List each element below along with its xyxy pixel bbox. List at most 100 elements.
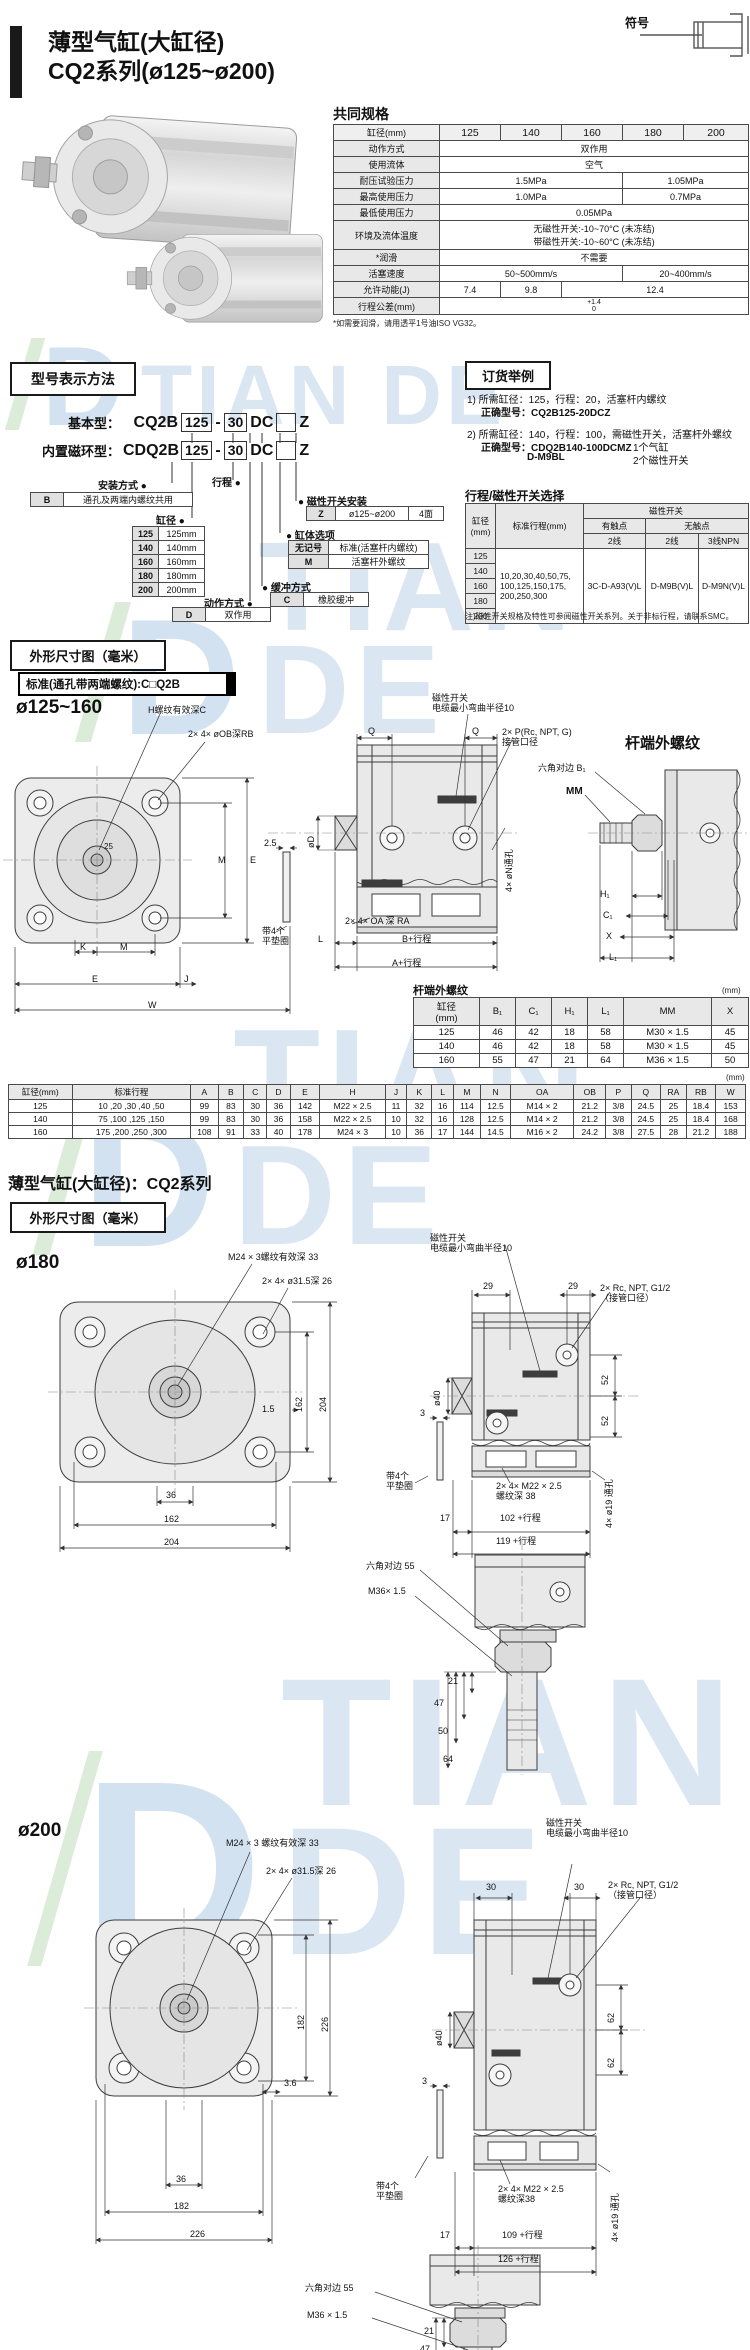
table-cell: 144 — [452, 1125, 482, 1139]
table-cell: M36 × 1.5 — [623, 1053, 712, 1068]
switch-note-label: 磁性开关 电缆最小弯曲半径10 — [432, 693, 515, 714]
table-row: 有触点 无触点 — [466, 518, 750, 534]
table-header-cell: 2线 — [583, 533, 646, 549]
table-cell: 21.2 — [685, 1125, 717, 1139]
dim-62-lower: 62 — [606, 2057, 616, 2068]
table-cell: 27.5 — [630, 1125, 662, 1139]
table-cell: 125 — [465, 548, 496, 564]
order-example-1-line1: 1) 所需缸径：125，行程：20，活塞杆内螺纹 — [467, 395, 667, 406]
dim-E-vertical: E — [250, 855, 257, 865]
section2-title: 薄型气缸(大缸径)：CQ2系列 — [8, 1176, 212, 1193]
table-cell: 140mm — [158, 540, 205, 555]
dim-182-vertical: 182 — [296, 2014, 306, 2030]
table-cell: 160 — [8, 1125, 73, 1139]
port-label: 2× P(Rc, NPT, G) 接管口径 — [502, 727, 572, 748]
table-cell: 双作用 — [205, 607, 271, 622]
dim-52-upper: 52 — [600, 1374, 610, 1385]
port-label-200: 2× Rc, NPT, G1/2 （接管口径） — [608, 1880, 679, 1901]
bore-code-box: 125 — [181, 413, 213, 432]
table-cell: 允许动能(J) — [333, 281, 440, 298]
table-cell: 18.4 — [685, 1112, 717, 1126]
switch-mount-table: Z ø125~ø200 4面 — [306, 506, 444, 521]
page-title-line2: CQ2系列(ø125~ø200) — [48, 57, 275, 84]
table-cell: 50 — [711, 1053, 749, 1068]
table-header-cell: D — [266, 1084, 291, 1100]
table-cell: 125 — [413, 1025, 480, 1040]
dim-3-6: 3.6 — [284, 2078, 297, 2088]
model-magnet-label: 内置磁环型： — [41, 444, 120, 459]
model-basic-label: 基本型： — [67, 416, 120, 431]
dim-C1: C₁ — [603, 910, 613, 920]
dim-30-left: 30 — [486, 1882, 497, 1892]
table-cell: 活塞杆外螺纹 — [328, 554, 429, 569]
table-cell: 64 — [587, 1053, 624, 1068]
table-header-cell: X — [711, 997, 749, 1026]
table-cell: M22 × 2.5 — [319, 1099, 386, 1113]
table-cell: 75 ,100 ,125 ,150 — [71, 1112, 192, 1126]
table-cell: 标准(活塞杆内螺纹) — [328, 540, 429, 555]
model-code-magnet: 内置磁环型： CDQ2B 125 - 30 DC Z — [22, 441, 309, 460]
table-cell: 108 — [190, 1125, 219, 1139]
table-cell: 58 — [587, 1039, 624, 1054]
table-header-cell: RB — [685, 1084, 717, 1100]
switch-note-label-200: 磁性开关 电缆最小弯曲半径10 — [546, 1818, 629, 1839]
table-cell: 活塞速度 — [333, 265, 440, 282]
table-header-cell: B — [217, 1084, 245, 1100]
dim-17-180: 17 — [440, 1513, 451, 1523]
dim-J: J — [184, 974, 189, 984]
table-cell: 不需要 — [439, 249, 749, 266]
table-cell: B — [30, 492, 64, 507]
order-example-title: 订货举例 — [465, 361, 551, 390]
table-row: 200 — [465, 608, 749, 624]
table-header-cell: OA — [509, 1084, 575, 1100]
dim-M-vertical: M — [218, 855, 226, 865]
table-cell: 11 — [384, 1099, 408, 1113]
dim-hex-55-180: 六角对边 55 — [366, 1561, 415, 1571]
table-header-cell: 标准行程 — [71, 1084, 192, 1100]
table-row: Z ø125~ø200 4面 — [306, 506, 444, 521]
rod-end-title: 杆端外螺纹 — [625, 735, 701, 752]
table-cell: 3/8 — [605, 1125, 632, 1139]
dim-2-5: 2.5 — [264, 838, 277, 848]
table-cell: 200 — [465, 608, 496, 624]
model-code-basic: 基本型： CQ2B 125 - 30 DC Z — [58, 413, 309, 432]
table-header-cell: P — [605, 1084, 632, 1100]
dim-L: L — [318, 934, 324, 944]
title-bar-accent — [10, 26, 22, 98]
table-cell: 1.05MPa — [622, 172, 749, 189]
dim-N-holes: 4× øN通孔 — [504, 849, 514, 892]
switch-note-label-180: 磁性开关 电缆最小弯曲半径10 — [430, 1233, 513, 1254]
table-cell: 114 — [452, 1099, 482, 1113]
dim-M-horizontal: M — [120, 942, 128, 952]
table-cell: 178 — [289, 1125, 321, 1139]
dim-B-stroke-180: 102 +行程 — [500, 1513, 541, 1523]
dimension-drawing-125-160 — [3, 713, 748, 1014]
table-cell: 32 — [406, 1099, 433, 1113]
table-cell: 20~400mm/s — [622, 265, 749, 282]
table-cell: 行程公差(mm) — [333, 297, 440, 315]
dim-162-bottom: 162 — [164, 1514, 180, 1524]
dim-36-bottom-180: 36 — [166, 1490, 177, 1500]
dim-204-bottom: 204 — [164, 1537, 180, 1547]
dim-B-stroke: B+行程 — [402, 934, 432, 944]
table-cell: 99 — [190, 1099, 219, 1113]
table-cell: 55 — [479, 1053, 516, 1068]
table-cell: 128 — [452, 1112, 482, 1126]
stroke-code-box: 30 — [223, 441, 248, 460]
table-header-cell: A — [190, 1084, 219, 1100]
table-row: 使用流体空气 — [333, 156, 749, 173]
table-cell: 30 — [243, 1112, 268, 1126]
table-cell: 18 — [551, 1025, 588, 1040]
dim-17-200: 17 — [440, 2230, 451, 2240]
dim-hex-55-200: 六角对边 55 — [305, 2283, 354, 2293]
model-magnet-prefix: CDQ2B — [123, 441, 180, 459]
